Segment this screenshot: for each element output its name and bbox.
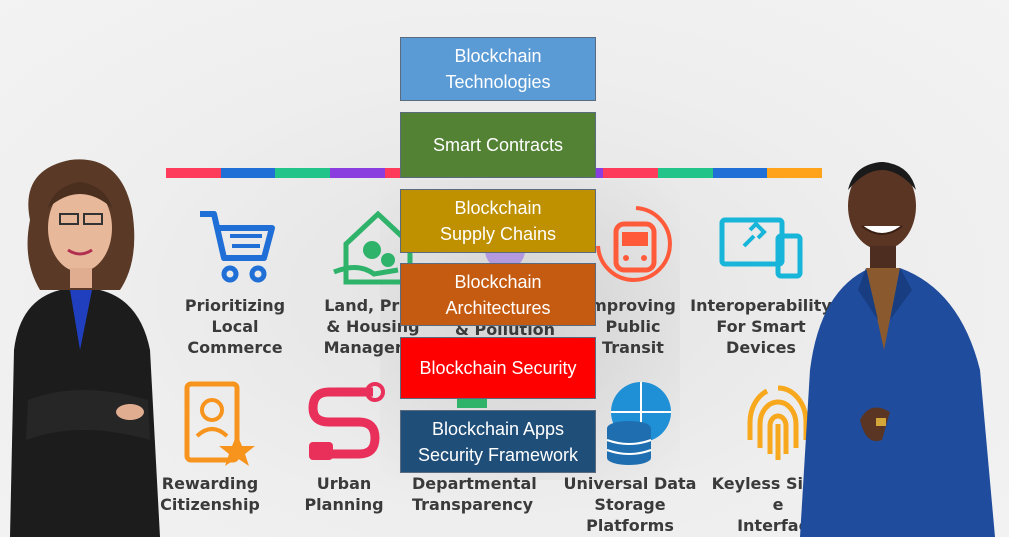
woman-presenter-image — [10, 159, 160, 537]
stripe-segment — [658, 168, 713, 178]
tile-public-transit: mproving Public Transit — [588, 200, 678, 358]
box-blockchain-apps-security-framework: Blockchain Apps Security Framework — [400, 410, 596, 473]
tile-urban-planning: Urban Planning — [294, 378, 394, 515]
shopping-cart-icon — [200, 211, 275, 283]
box-label: Smart Contracts — [432, 135, 564, 155]
tile-label: Universal Data Storage Platforms — [563, 474, 697, 535]
train-icon — [596, 206, 672, 282]
box-blockchain-technologies: Blockchain Technologies — [400, 37, 596, 101]
fingerprint-icon — [747, 385, 809, 460]
box-label: Blockchain Architectures — [445, 271, 551, 318]
box-smart-contracts: Smart Contracts — [400, 112, 596, 178]
stripe-segment — [712, 168, 768, 178]
citizen-badge-icon — [184, 381, 255, 466]
box-label: Blockchain Apps Security Framework — [417, 418, 579, 465]
box-label: Blockchain Supply Chains — [439, 198, 557, 244]
stripe-segment — [767, 168, 823, 178]
stripe-segment — [330, 168, 385, 178]
box-blockchain-architectures: Blockchain Architectures — [400, 263, 596, 326]
tile-label: mproving Public Transit — [590, 296, 676, 357]
devices-link-icon — [719, 217, 803, 279]
box-blockchain-security: Blockchain Security — [400, 337, 596, 399]
box-label: Blockchain Technologies — [445, 46, 551, 92]
tile-departmental-transparency: Departmental Transparency — [412, 378, 537, 515]
documents-icon — [457, 396, 487, 408]
tile-label: Interoperability For Smart Devices — [690, 296, 832, 357]
route-map-icon — [308, 382, 385, 460]
tile-rewarding-citizenship: Rewarding Citizenship — [160, 378, 260, 515]
stripe-segment — [603, 168, 659, 178]
stripe-segment — [220, 168, 276, 178]
man-presenter-image — [800, 162, 995, 537]
database-globe-icon — [606, 382, 671, 465]
box-blockchain-supply-chains: Blockchain Supply Chains — [400, 189, 596, 253]
tile-label: Departmental Transparency — [412, 474, 537, 514]
tile-local-commerce: Prioritizing Local Commerce — [170, 200, 300, 358]
tile-label: Rewarding Citizenship — [160, 474, 260, 514]
box-label: Blockchain Security — [419, 358, 577, 378]
stripe-segment — [275, 168, 331, 178]
tile-interoperability: Interoperability For Smart Devices — [686, 200, 836, 358]
stripe-segment — [166, 168, 221, 178]
tile-label: Urban Planning — [304, 474, 384, 514]
tile-label: Prioritizing Local Commerce — [184, 296, 286, 357]
tile-universal-data: Universal Data Storage Platforms — [560, 378, 700, 536]
